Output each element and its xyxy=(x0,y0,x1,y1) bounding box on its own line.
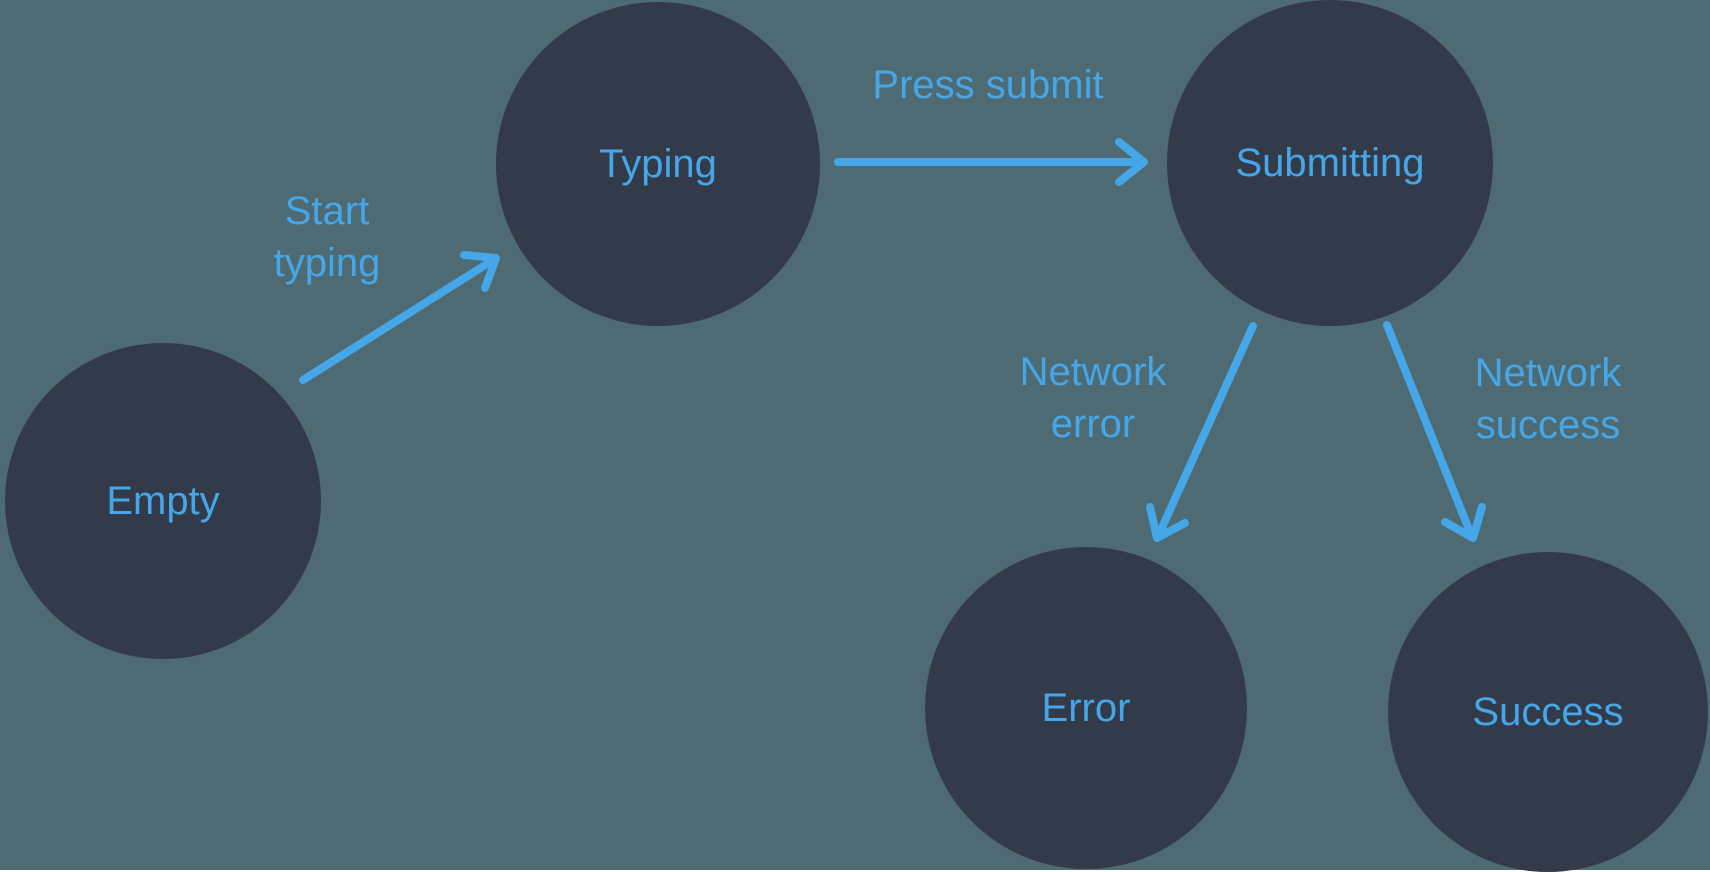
arrowhead-icon xyxy=(460,251,500,292)
edge-label-start-typing: Start typing xyxy=(273,189,381,285)
node-typing-label: Typing xyxy=(599,142,717,186)
edge-label-network-success: Network success xyxy=(1474,351,1622,447)
node-submitting: Submitting xyxy=(1167,0,1493,326)
arrowhead-icon xyxy=(1146,503,1189,542)
node-error-label: Error xyxy=(1041,686,1131,730)
node-typing: Typing xyxy=(496,2,820,326)
arrowhead-icon xyxy=(1115,138,1148,186)
edge-arrow-typing-submitting xyxy=(834,138,1148,186)
edge-label-press-submit: Press submit xyxy=(872,63,1104,107)
node-empty: Empty xyxy=(5,343,321,659)
node-empty-label: Empty xyxy=(106,479,220,523)
node-error: Error xyxy=(925,547,1247,869)
edge-label-network-error: Network error xyxy=(1019,350,1167,446)
node-submitting-label: Submitting xyxy=(1235,141,1425,185)
arrowhead-icon xyxy=(1441,503,1486,542)
node-success-label: Success xyxy=(1472,690,1624,734)
node-success: Success xyxy=(1388,552,1708,872)
